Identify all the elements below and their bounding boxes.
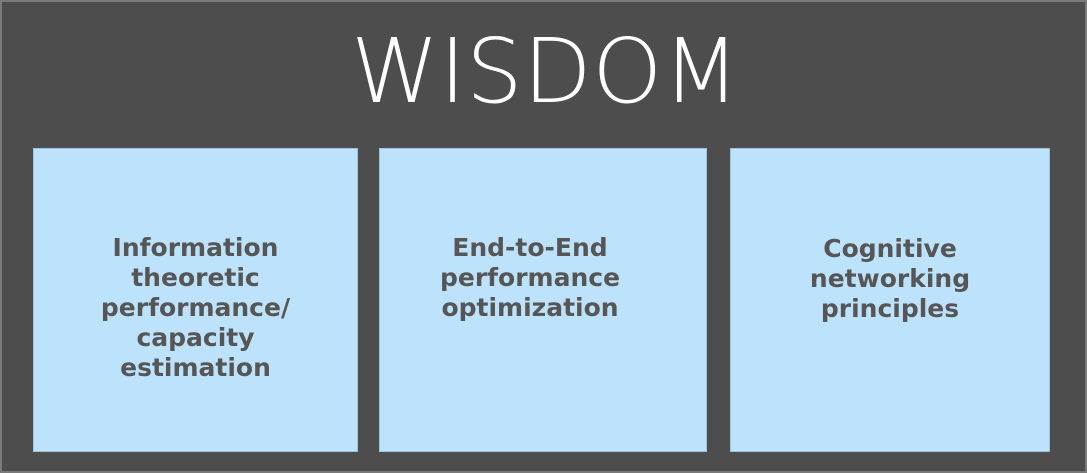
concept-box-label: End-to-End performance optimization <box>439 233 621 322</box>
concept-box-cognitive-networking[interactable]: Cognitive networking principles <box>730 148 1050 452</box>
concept-box-end-to-end-performance[interactable]: End-to-End performance optimization <box>379 148 707 452</box>
concept-box-label: Cognitive networking principles <box>809 234 971 323</box>
concept-box-label: Information theoretic performance/ capac… <box>100 233 291 382</box>
page-title: WISDOM <box>350 19 741 123</box>
concept-box-information-theoretic[interactable]: Information theoretic performance/ capac… <box>33 148 358 452</box>
